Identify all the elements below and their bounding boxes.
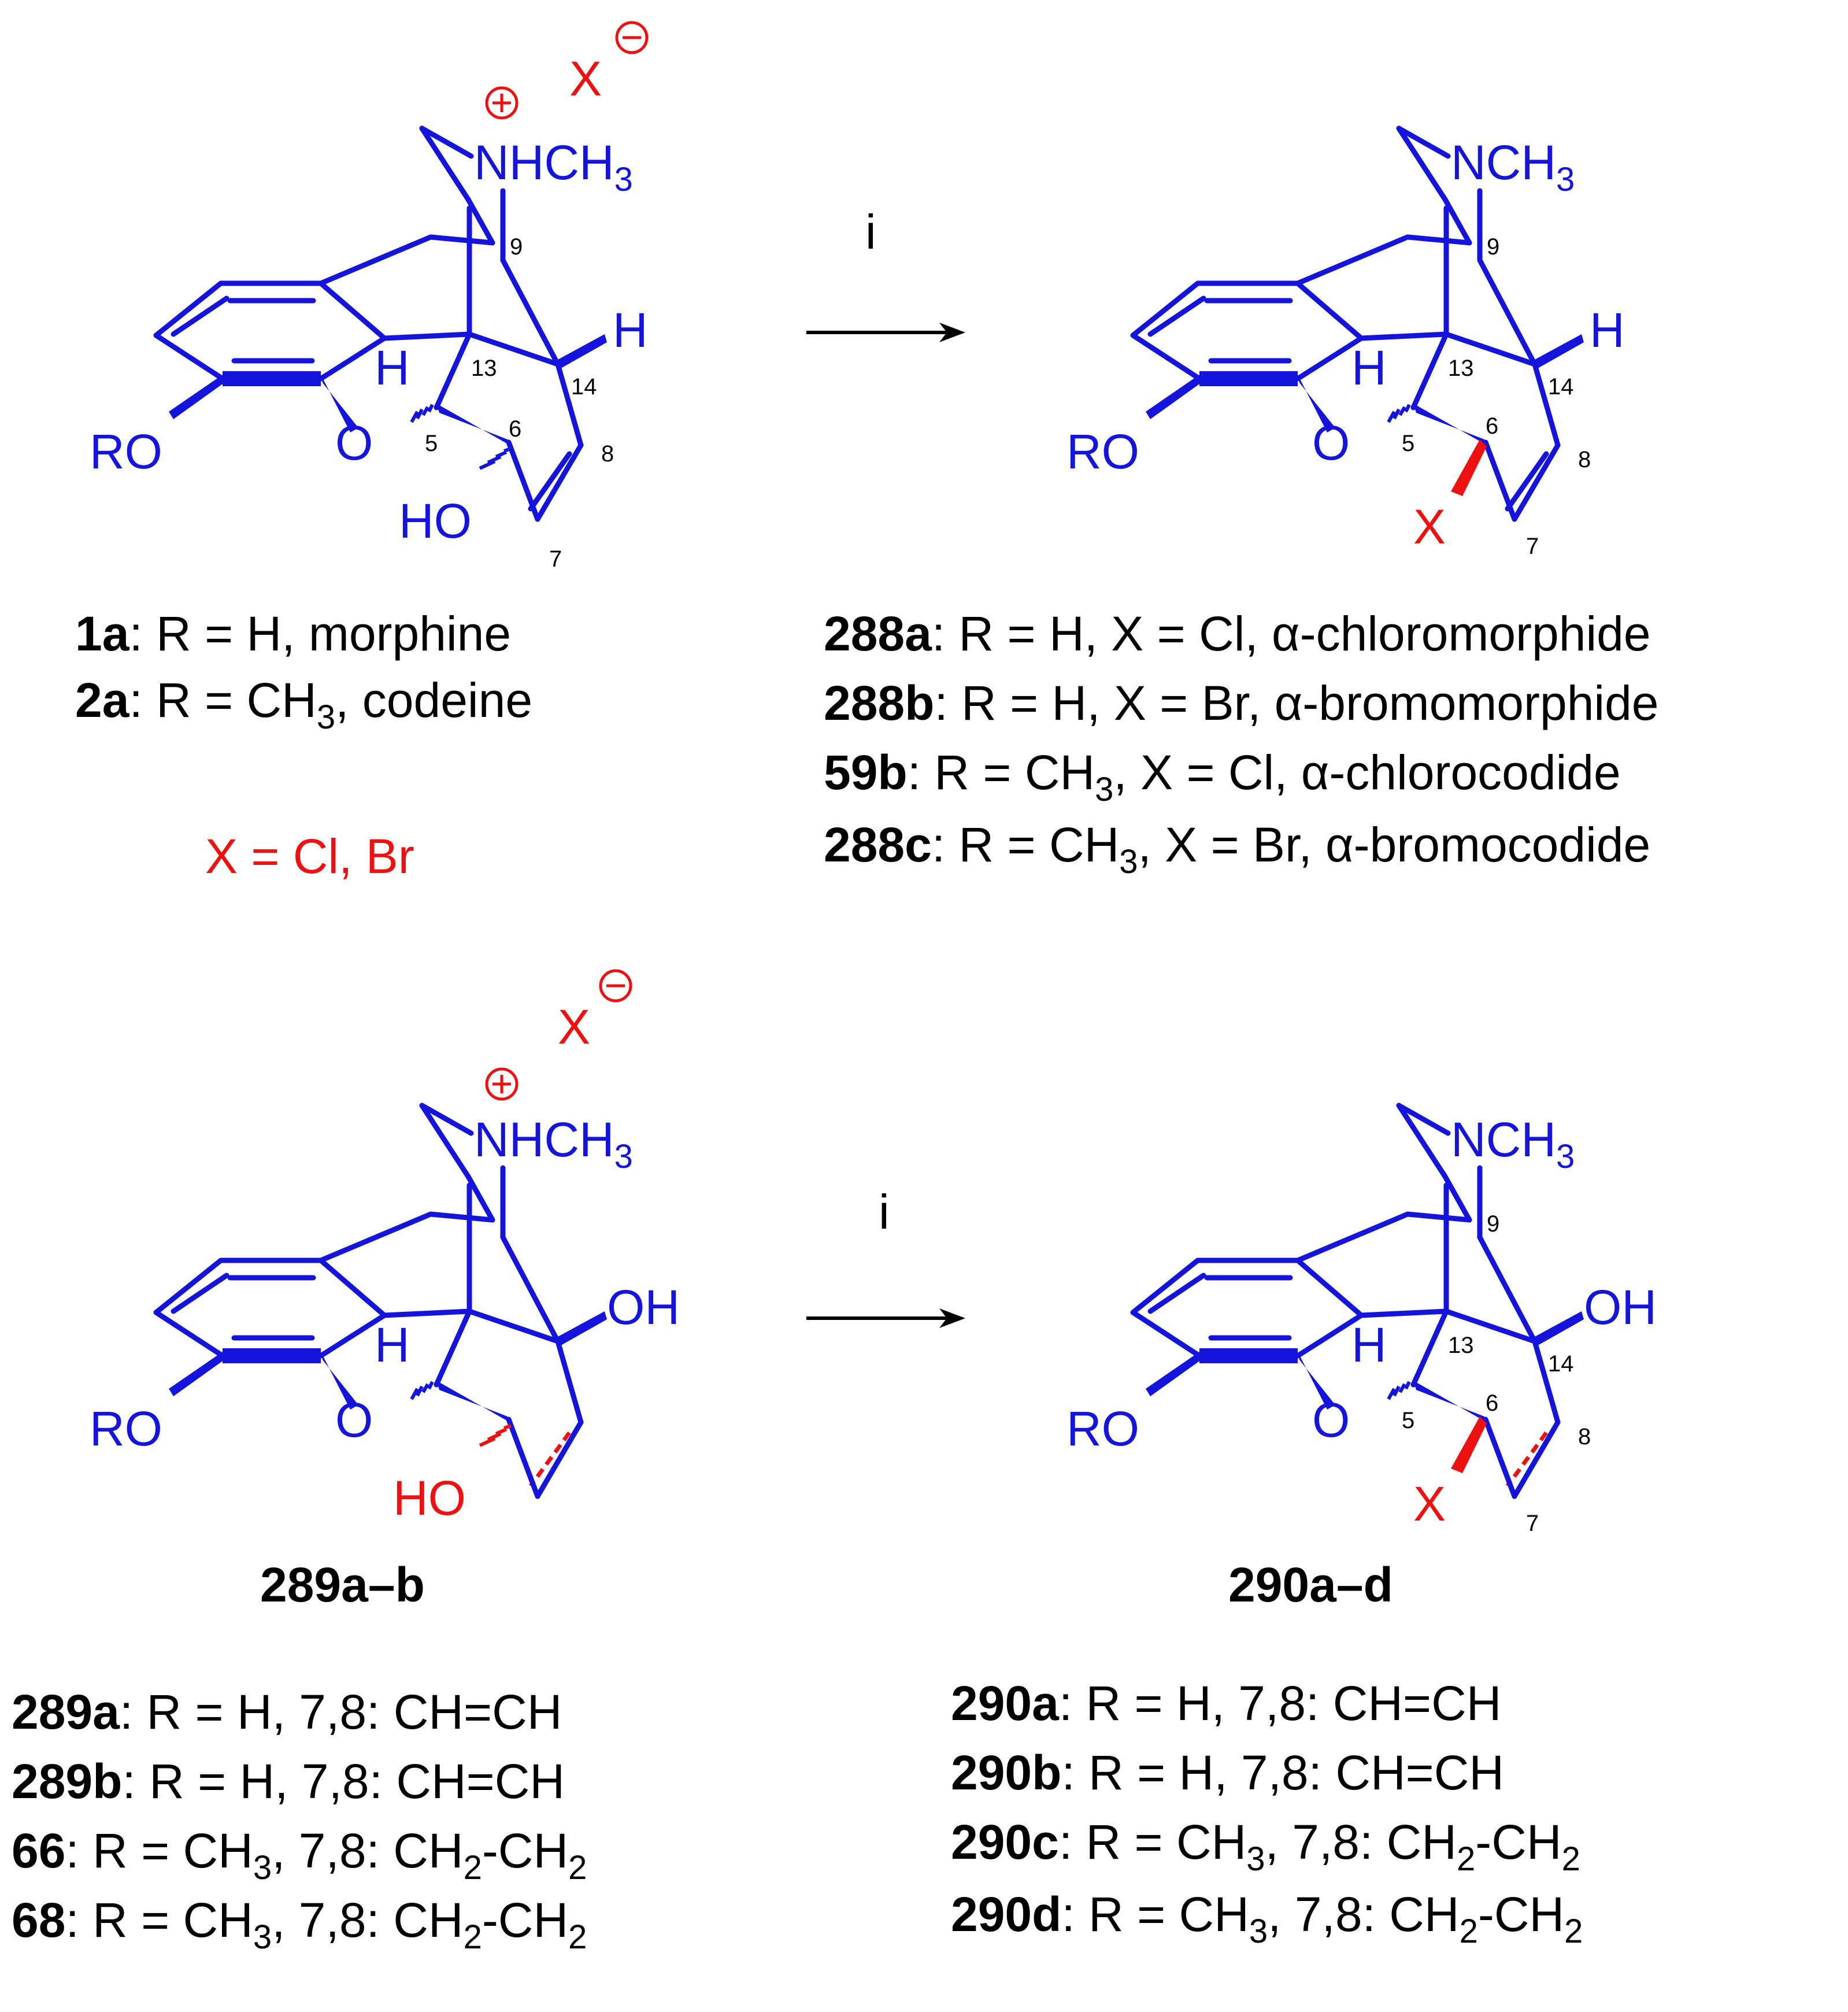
oh14-label: OH [607, 1280, 680, 1334]
locant-6: 6 [509, 416, 521, 442]
locant-8: 8 [601, 441, 614, 467]
minus-charge-icon [599, 969, 632, 1003]
oh14-label: OH [1584, 1280, 1657, 1334]
legend-entry: 289a: R = H, 7,8: CH=CH [12, 1685, 562, 1739]
legend-entry: 290b: R = H, 7,8: CH=CH [951, 1745, 1504, 1800]
ro-group-label: RO [90, 424, 162, 479]
legend-entry: 288a: R = H, X = Cl, α-chloromorphide [824, 606, 1651, 661]
locant-9: 9 [510, 234, 523, 260]
legend-entry: 66: R = CH3, 7,8: CH2-CH2 [12, 1824, 587, 1887]
amine-label: NHCH3 [474, 1112, 633, 1175]
h5-label: H [375, 1318, 410, 1372]
legend-top-left: 1a: R = H, morphine 2a: R = CH3, codeine [75, 606, 532, 736]
reaction-arrow-bottom [806, 1308, 965, 1328]
locant-13: 13 [1448, 356, 1474, 381]
legend-entry: 290d: R = CH3, 7,8: CH2-CH2 [951, 1887, 1583, 1950]
legend-bottom-right: 290a: R = H, 7,8: CH=CH 290b: R = H, 7,8… [951, 1676, 1583, 1950]
ro-group-label: RO [1066, 1401, 1139, 1456]
h14-label: H [613, 303, 648, 357]
halogen-label: X [1413, 500, 1446, 554]
plus-charge-icon [485, 1067, 519, 1101]
legend-bottom-left: 289a: R = H, 7,8: CH=CH 289b: R = H, 7,8… [12, 1685, 587, 1956]
counterion-label: X [569, 51, 602, 106]
structure-14-hydroxy-halide: RO O H OH X NCH3 9 13 14 5 6 8 7 [1066, 1103, 1657, 1536]
locant-7: 7 [1526, 1511, 1539, 1536]
locant-14: 14 [1548, 1351, 1574, 1377]
legend-entry: 288b: R = H, X = Br, α-bromomorphide [824, 676, 1659, 730]
locant-9: 9 [1487, 234, 1499, 260]
h5-label: H [1351, 1318, 1387, 1372]
ring-oxygen-label: O [1312, 1393, 1350, 1447]
hydroxyl-label: HO [399, 494, 472, 548]
locant-14: 14 [571, 374, 597, 400]
ro-group-label: RO [1066, 424, 1139, 479]
locant-5: 5 [1402, 431, 1414, 456]
h5-label: H [375, 341, 410, 395]
legend-entry: 290c: R = CH3, 7,8: CH2-CH2 [951, 1815, 1580, 1878]
counterion-label: X [558, 1000, 590, 1054]
legend-entry: 290a: R = H, 7,8: CH=CH [951, 1676, 1501, 1730]
locant-8: 8 [1578, 1424, 1591, 1449]
locant-13: 13 [1448, 1333, 1474, 1358]
locant-6: 6 [1486, 1390, 1498, 1416]
locant-7: 7 [1526, 534, 1539, 559]
legend-top-right: 288a: R = H, X = Cl, α-chloromorphide 28… [824, 606, 1659, 881]
structure-14-hydroxy-salt: RO O H OH HO NHCH3 X [90, 969, 680, 1525]
ro-group-label: RO [90, 1401, 162, 1456]
ring-oxygen-label: O [335, 1393, 373, 1447]
locant-8: 8 [1578, 447, 1591, 472]
amine-label: NCH3 [1451, 1112, 1575, 1175]
ring-oxygen-label: O [1312, 416, 1350, 470]
plus-charge-icon [485, 86, 519, 120]
amine-label: NCH3 [1451, 135, 1575, 198]
legend-entry: 2a: R = CH3, codeine [75, 673, 532, 736]
hydroxyl-label: HO [393, 1471, 466, 1525]
structure-halo-morphide: RO O H H X NCH3 9 13 14 5 6 8 7 [1066, 125, 1625, 559]
h5-label: H [1351, 341, 1387, 395]
locant-5: 5 [1402, 1408, 1414, 1433]
x-definition: X = Cl, Br [205, 829, 414, 883]
structure-morphine-codeine-salt: RO O H H HO NHCH3 X 9 13 14 5 6 8 7 [90, 21, 649, 572]
halogen-label: X [1413, 1477, 1446, 1531]
amine-label: NHCH3 [474, 135, 633, 198]
compound-label-289: 289a–b [260, 1558, 425, 1612]
legend-entry: 59b: R = CH3, X = Cl, α-chlorocodide [824, 745, 1621, 808]
reagent-label-bottom: i [879, 1185, 890, 1239]
reagent-label-top: i [865, 205, 876, 259]
h14-label: H [1590, 303, 1625, 357]
reaction-arrow-top [806, 323, 965, 342]
locant-13: 13 [471, 356, 497, 381]
minus-charge-icon [615, 21, 649, 54]
locant-9: 9 [1487, 1211, 1499, 1237]
ring-oxygen-label: O [335, 416, 373, 470]
locant-6: 6 [1486, 413, 1498, 439]
legend-entry: 289b: R = H, 7,8: CH=CH [12, 1754, 565, 1808]
legend-entry: 68: R = CH3, 7,8: CH2-CH2 [12, 1893, 587, 1956]
legend-entry: 1a: R = H, morphine [75, 606, 511, 661]
legend-entry: 288c: R = CH3, X = Br, α-bromocodide [824, 818, 1650, 881]
locant-5: 5 [425, 431, 438, 456]
compound-label-290: 290a–d [1228, 1558, 1393, 1612]
locant-7: 7 [549, 546, 562, 572]
locant-14: 14 [1548, 374, 1574, 400]
